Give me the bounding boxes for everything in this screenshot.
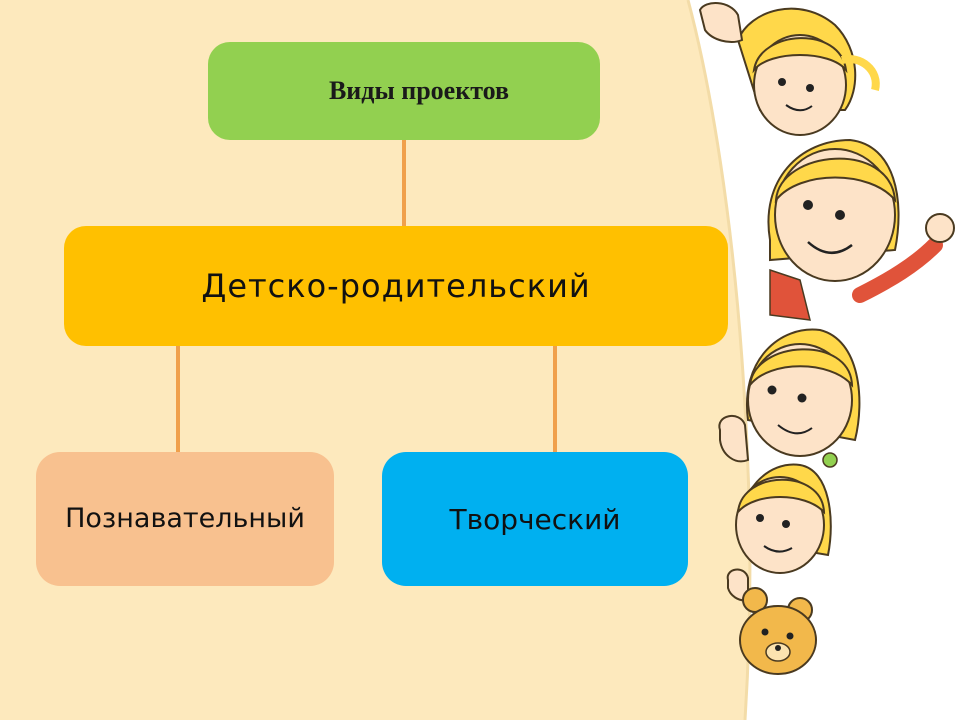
child-face-icon [767, 138, 955, 321]
connector-main-cognitive [176, 346, 180, 452]
teddy-bear-icon [739, 587, 817, 675]
main-type-text: Детско-родительский [201, 267, 591, 305]
title-box: Виды проектов [208, 42, 600, 140]
cognitive-text: Познавательный [65, 503, 305, 534]
creative-text: Творческий [449, 502, 621, 536]
child-face-icon [726, 463, 832, 602]
child-face-icon [718, 328, 861, 468]
title-text: Виды проектов [328, 76, 510, 105]
creative-box: Творческий [382, 452, 688, 586]
connector-title-main [402, 140, 406, 226]
cognitive-box: Познавательный [36, 452, 334, 586]
main-type-box: Детско-родительский [64, 226, 728, 346]
connector-main-creative [553, 346, 557, 452]
child-face-icon [698, 2, 880, 136]
